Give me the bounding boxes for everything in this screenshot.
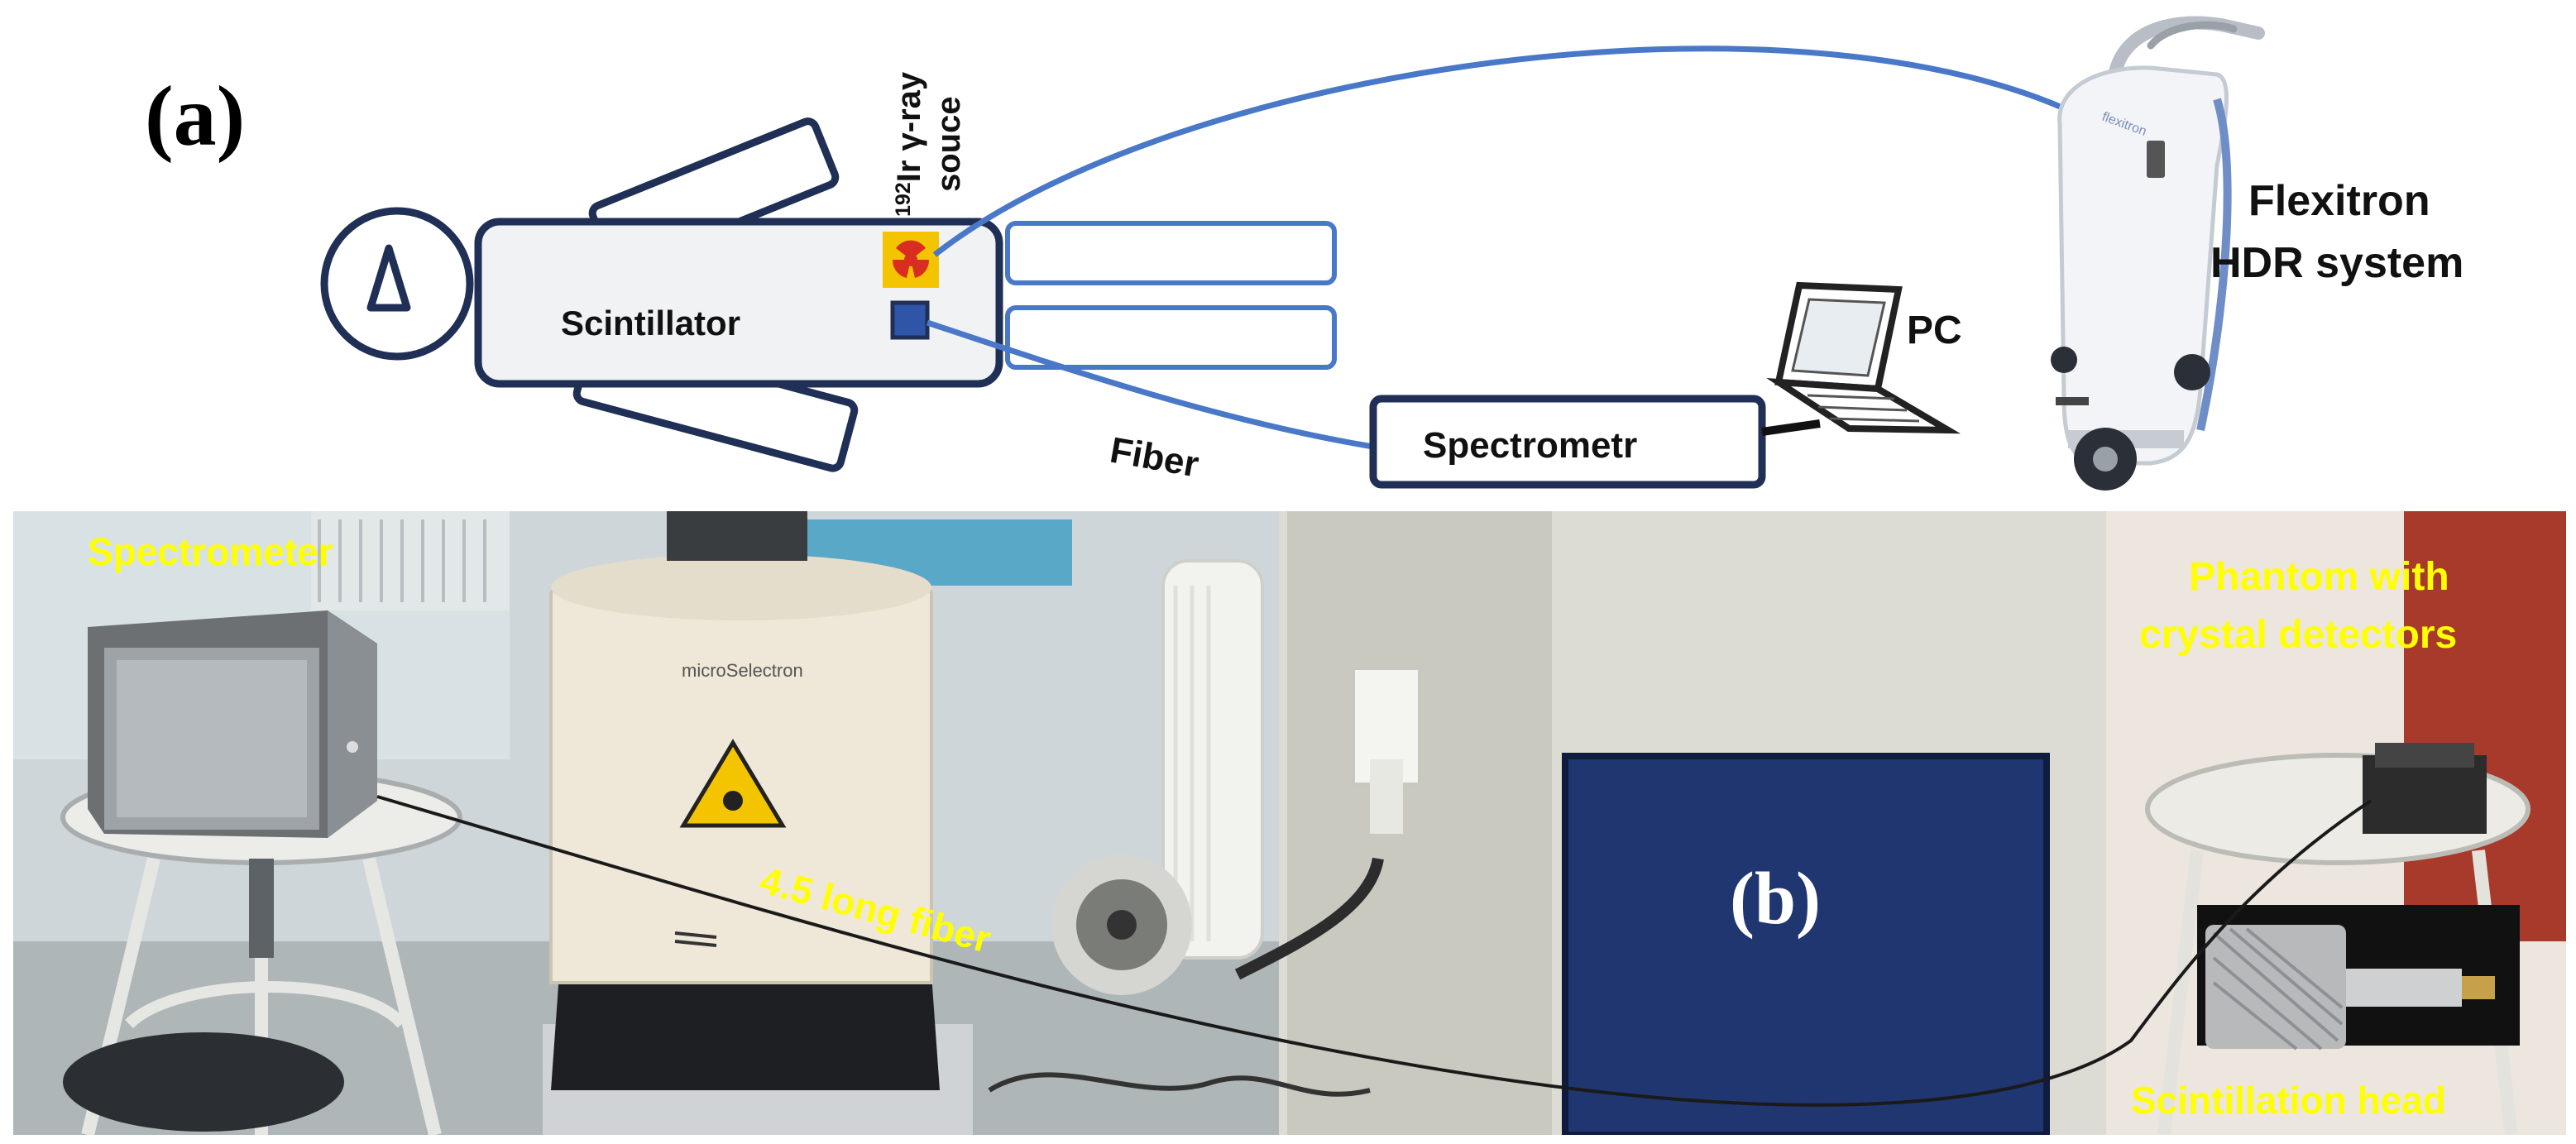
phantom-upper-leg bbox=[1005, 221, 1337, 285]
schematic-diagram: (a) Scintillator 192Ir γ-ray souce Fiber… bbox=[0, 0, 2576, 505]
flexitron-label-line2: HDR system bbox=[2210, 239, 2463, 287]
scintillation-head-label: Scintillation head bbox=[2131, 1079, 2446, 1122]
flexitron-unit-icon: flexitron bbox=[2051, 16, 2265, 491]
phantom-body bbox=[474, 218, 1003, 388]
pc-cable bbox=[1761, 419, 1821, 436]
flexitron-label-line1: Flexitron bbox=[2248, 177, 2430, 225]
radiation-source-icon bbox=[883, 232, 939, 288]
source-transfer-cable bbox=[932, 45, 2090, 257]
svg-text:192Ir γ-ray: 192Ir γ-ray bbox=[891, 71, 927, 217]
laptop-icon bbox=[1766, 281, 1961, 434]
radiation-warning-icon bbox=[679, 739, 787, 828]
phantom-block bbox=[2363, 755, 2487, 834]
panel-a-label: (a) bbox=[145, 69, 245, 164]
phantom-label-line2: crystal detectors bbox=[2139, 613, 2457, 657]
radiator bbox=[311, 511, 510, 610]
fiber-line bbox=[926, 319, 1374, 450]
floor-cable bbox=[988, 1072, 1371, 1097]
scintillator-label: Scintillator bbox=[561, 304, 740, 342]
photo-svg: Spectrometer microSelectron (b) bbox=[13, 511, 2566, 1135]
bag bbox=[63, 1032, 344, 1132]
source-isotope-name: Ir γ-ray bbox=[891, 71, 927, 182]
phantom-label-line1: Phantom with bbox=[2189, 555, 2449, 599]
scintillation-head-inset bbox=[2197, 905, 2520, 1051]
source-label-line2: souce bbox=[931, 96, 967, 192]
spectrometer-box bbox=[1369, 395, 1766, 489]
spectrometer-device bbox=[88, 610, 377, 838]
spectrometer-photo-label: Spectrometer bbox=[88, 530, 333, 573]
microselectron-brand: microSelectron bbox=[682, 660, 803, 681]
spectrometer-label: Spectrometr bbox=[1423, 425, 1637, 466]
phantom-head-icon bbox=[320, 207, 474, 361]
detector-icon bbox=[890, 300, 930, 340]
fiber-label: Fiber bbox=[1107, 430, 1201, 486]
pc-label: PC bbox=[1907, 309, 1962, 352]
right-stool bbox=[2145, 743, 2531, 1135]
long-fiber-cable bbox=[376, 795, 2373, 1107]
source-isotope-number: 192 bbox=[892, 182, 915, 217]
source-label: 192Ir γ-ray souce bbox=[891, 71, 967, 217]
experimental-setup-photo: Spectrometer microSelectron (b) bbox=[13, 511, 2566, 1135]
panel-b-label: (b) bbox=[1730, 858, 1821, 940]
schematic-svg: (a) Scintillator 192Ir γ-ray souce Fiber… bbox=[145, 16, 2463, 491]
white-cylinder-device bbox=[1051, 559, 1264, 995]
microselectron-unit: microSelectron bbox=[543, 511, 973, 1135]
wall-socket bbox=[1234, 667, 1421, 980]
phantom-lower-leg bbox=[1005, 305, 1337, 370]
blue-screen-panel bbox=[1562, 753, 2050, 1135]
